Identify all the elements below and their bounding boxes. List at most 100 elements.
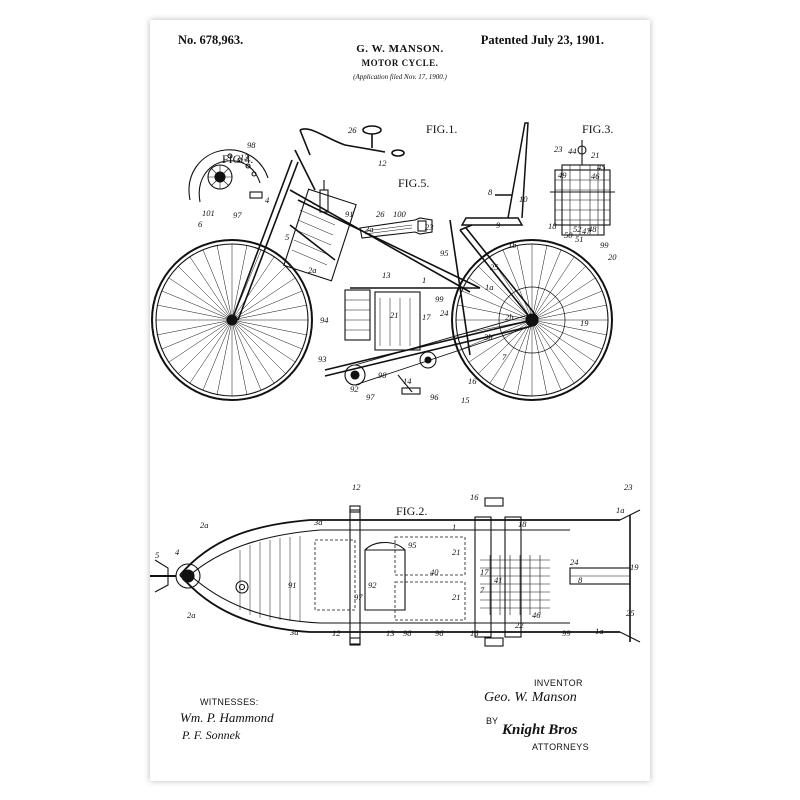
reference-numeral: 24 (440, 308, 449, 318)
reference-numeral: 3b (483, 332, 493, 342)
reference-numeral: 94 (320, 315, 329, 325)
reference-numeral: 45 (597, 162, 606, 172)
reference-numeral: 18 (518, 519, 527, 529)
reference-numeral: 25 (490, 262, 499, 272)
reference-numeral: 10 (519, 194, 528, 204)
fig2-plan-view (150, 497, 641, 647)
fig3-label: FIG.3. (582, 122, 613, 136)
reference-numeral: 15 (461, 395, 470, 405)
reference-numeral: 97 (366, 392, 375, 402)
reference-numeral: 93 (318, 354, 327, 364)
patent-poster: No. 678,963. Patented July 23, 1901. G. … (150, 20, 650, 781)
fig5-detail (359, 217, 433, 239)
reference-numeral: 19 (630, 562, 639, 572)
reference-numeral: 17 (480, 567, 489, 577)
reference-numeral: 22 (515, 620, 524, 630)
engine-block (283, 180, 437, 386)
handlebars (299, 125, 405, 157)
reference-numeral: 47 (582, 226, 591, 236)
reference-numeral: 52 (573, 224, 582, 234)
reference-numeral: 46 (591, 171, 600, 181)
reference-numeral: 8 (488, 187, 493, 197)
reference-numeral: 96 (430, 392, 439, 402)
reference-numeral: 96 (435, 628, 444, 638)
reference-numeral: 21 (452, 547, 461, 557)
witnesses-label: WITNESSES: (200, 697, 259, 707)
attorneys-label: ATTORNEYS (532, 742, 589, 752)
reference-numeral: 6 (198, 219, 203, 229)
reference-numeral: 49 (558, 170, 567, 180)
reference-numeral: 98 (378, 370, 387, 380)
reference-numeral: 1b (508, 240, 517, 250)
reference-numeral: 101 (202, 208, 215, 218)
fig2-label: FIG.2. (396, 504, 427, 518)
fig5-label: FIG.5. (398, 176, 429, 190)
reference-numeral: 23 (425, 222, 434, 232)
reference-numeral: 20 (608, 252, 617, 262)
reference-numeral: 19 (580, 318, 589, 328)
patent-title: MOTOR CYCLE. (361, 58, 439, 68)
reference-numeral: 9 (496, 220, 501, 230)
inventor-name-heading: G. W. MANSON. (356, 43, 444, 55)
fig1-side-view (151, 122, 613, 401)
reference-numeral: 8 (578, 575, 583, 585)
reference-numeral: 1a (485, 282, 494, 292)
reference-numeral: 21 (452, 592, 461, 602)
reference-numeral: 2a (308, 265, 317, 275)
reference-numeral: 12 (378, 158, 387, 168)
reference-numeral: 12 (332, 628, 341, 638)
reference-numeral: 2a (200, 520, 209, 530)
patent-number: No. 678,963. (178, 33, 244, 47)
reference-numeral: 99 (600, 240, 609, 250)
reference-numeral: 3a (364, 224, 374, 234)
reference-numeral: 95 (440, 248, 449, 258)
reference-numeral: 3a (313, 517, 323, 527)
reference-numeral: 7 (480, 585, 485, 595)
witness-2-signature: P. F. Sonnek (182, 728, 241, 742)
reference-numeral: 4 (175, 547, 180, 557)
reference-numeral: 17 (422, 312, 431, 322)
reference-numeral: 23 (624, 482, 633, 492)
reference-numeral: 26 (376, 209, 385, 219)
inventor-label: INVENTOR (534, 678, 583, 688)
reference-numeral: 25 (626, 608, 635, 618)
reference-numeral: 16 (468, 376, 477, 386)
by-label: BY (486, 716, 499, 726)
fig1-label: FIG.1. (426, 122, 457, 136)
attorney-signature: Knight Bros (502, 722, 578, 738)
reference-numeral: 21 (390, 310, 399, 320)
reference-numeral: 1 (422, 275, 426, 285)
reference-numeral: 16 (470, 628, 479, 638)
reference-numeral: 44 (568, 146, 577, 156)
reference-numeral: 100 (393, 209, 407, 219)
witness-1-signature: Wm. P. Hammond (180, 710, 274, 725)
reference-numeral: 5 (285, 232, 289, 242)
reference-numeral: 12 (352, 482, 361, 492)
reference-numeral: 16 (470, 492, 479, 502)
reference-numeral: 91 (345, 209, 354, 219)
reference-numeral: 99 (562, 628, 571, 638)
patent-drawing: FIG.1. FIG.2. FIG.3. FIG.4. FIG.5. 26124… (150, 122, 641, 647)
reference-numeral: 13 (240, 152, 249, 162)
reference-numeral: 97 (233, 210, 242, 220)
reference-numeral: 13 (386, 628, 395, 638)
application-date: (Application filed Nov. 17, 1900.) (353, 73, 447, 81)
chain (354, 313, 533, 386)
pedal (397, 374, 421, 395)
reference-numeral: 13 (382, 270, 391, 280)
reference-numeral: 91 (288, 580, 297, 590)
reference-numeral: 18 (548, 221, 557, 231)
reference-numeral: 23 (554, 144, 563, 154)
fig4-detail (188, 149, 269, 203)
inventor-signature: Geo. W. Manson (484, 690, 577, 705)
reference-numeral: 5 (155, 550, 159, 560)
fig3-detail (550, 140, 615, 236)
reference-numeral: 48 (588, 224, 597, 234)
reference-numeral: 24 (570, 557, 579, 567)
reference-numeral: 40 (430, 567, 439, 577)
reference-numeral: 92 (368, 580, 377, 590)
fig4-label: FIG.4. (222, 152, 253, 166)
reference-numeral: 14 (403, 376, 412, 386)
reference-numeral: 2b (505, 312, 514, 322)
